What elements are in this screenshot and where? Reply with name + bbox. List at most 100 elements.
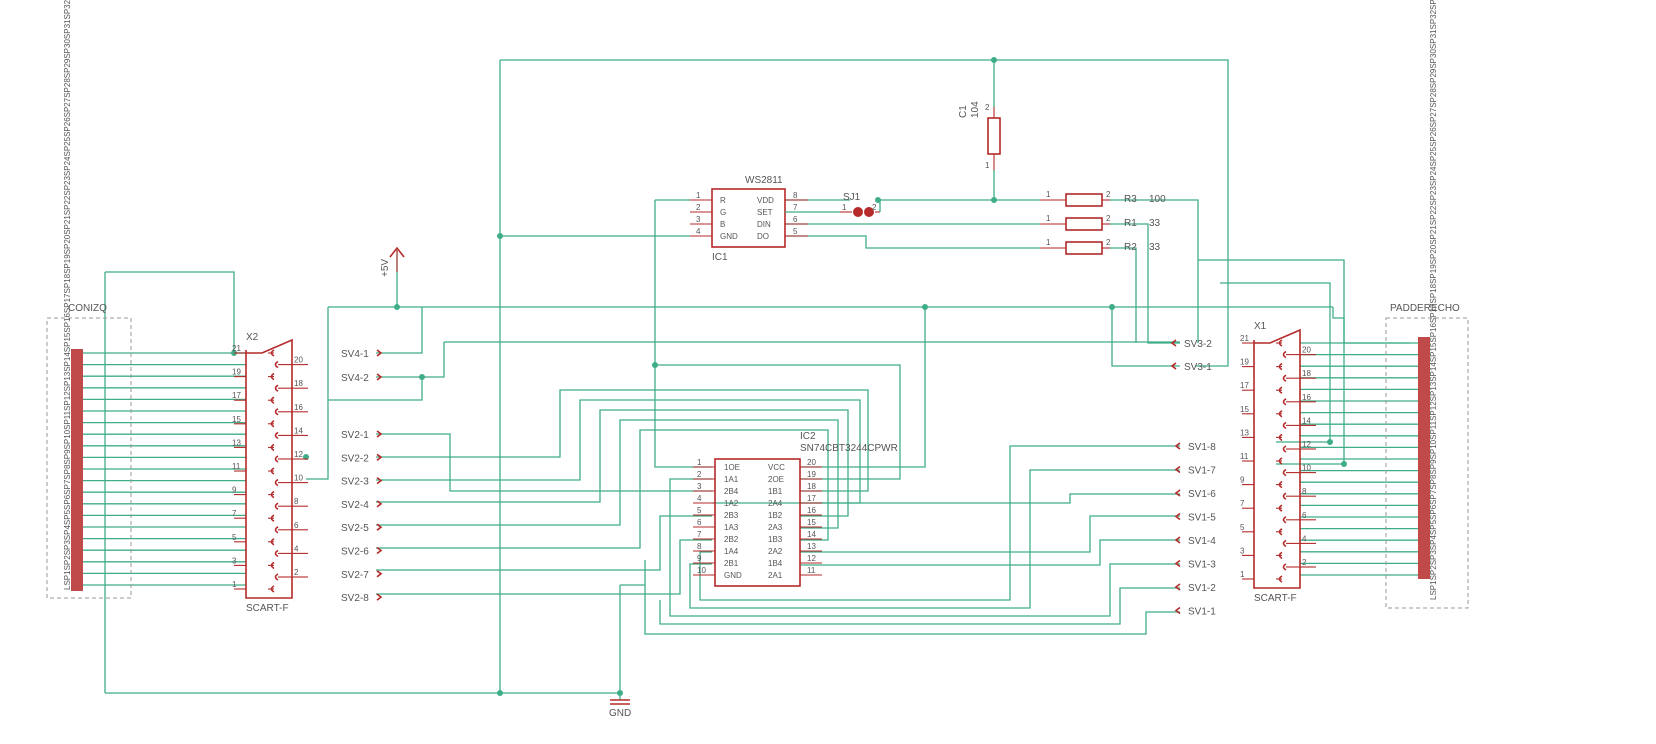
ic1-pin-num: 2: [696, 203, 701, 212]
pin-num: 15: [232, 415, 241, 424]
ic2-pin-label: GND: [724, 571, 742, 580]
ic1-ref: IC1: [712, 252, 728, 263]
ic2-pin-num: 6: [697, 518, 702, 527]
sv-label: SV4-1: [341, 349, 369, 360]
ic2-pin-label: 2B1: [724, 559, 739, 568]
sv-arrow: [1170, 339, 1177, 347]
right-board-title: PADDERECHO: [1390, 303, 1460, 314]
sv-label: SV2-7: [341, 570, 369, 581]
pin-num: 13: [1240, 428, 1249, 437]
ic2-pin-num: 18: [807, 482, 816, 491]
pin-num: 13: [232, 438, 241, 447]
pin-num: 14: [1302, 416, 1311, 425]
pin-num: 16: [1302, 393, 1311, 402]
pin-num: 10: [294, 474, 303, 483]
sv-arrow: [1174, 583, 1181, 591]
sv-arrow: [1174, 489, 1181, 497]
pin-contact: [1282, 350, 1287, 359]
sv-label: SV1-1: [1188, 607, 1216, 618]
ic1-pin-label: VDD: [757, 196, 774, 205]
pin-num: 4: [294, 544, 299, 553]
sv-arrow: [376, 593, 383, 601]
capacitor-c1: 2 1 C1 104: [958, 101, 1001, 170]
sv-label: SV1-6: [1188, 489, 1216, 500]
ic2-pin-num: 4: [697, 494, 702, 503]
pin-num: 14: [294, 426, 303, 435]
pin-num: 8: [1302, 487, 1307, 496]
sv-arrow: [376, 453, 383, 461]
pin-num: 5: [232, 533, 237, 542]
ic1-pin-num: 4: [696, 227, 701, 236]
sv-arrow: [376, 546, 383, 555]
ic2-pin-num: 3: [697, 482, 702, 491]
right-board: PADDERECHO LSP1SP2SP3SP4SP5SP6SP7SP8SP9S…: [1385, 0, 1469, 609]
sv-label: SV3-2: [1184, 339, 1212, 350]
x2-connector: X2 SCART-F 21191715131197531201816141210…: [232, 332, 308, 614]
sv-arrow: [1174, 512, 1181, 521]
sv-label: SV1-5: [1188, 513, 1216, 524]
x1-ref: X1: [1254, 321, 1267, 332]
ic2-pin-label: 2B4: [724, 487, 739, 496]
ic1-pin-num: 3: [696, 215, 701, 224]
pin-contact: [274, 408, 279, 416]
sv-labels: SV4-1SV4-2SV2-1SV2-2SV2-3SV2-4SV2-5SV2-6…: [341, 339, 1216, 618]
pin-num: 12: [1302, 440, 1311, 449]
resistor-pin: 2: [1106, 214, 1111, 223]
ic2-pin-label: 1B3: [768, 535, 783, 544]
pin-num: 3: [232, 556, 237, 565]
sv-label: SV1-4: [1188, 536, 1216, 547]
ic1-pin-label: SET: [757, 208, 773, 217]
sv-label: SV2-4: [341, 500, 369, 511]
sv-arrow: [376, 570, 383, 578]
ic2-pin-label: 1B1: [768, 487, 783, 496]
pin-contact: [274, 384, 279, 392]
sv-label: SV1-8: [1188, 442, 1216, 453]
ic2-pin-num: 12: [807, 554, 816, 563]
ic1-pin-label: DIN: [757, 220, 771, 229]
gnd-label: GND: [609, 708, 631, 719]
ic2-pin-num: 13: [807, 542, 816, 551]
sv-label: SV2-2: [341, 453, 369, 464]
vcc-label: +5V: [380, 259, 391, 277]
resistor-ref: R3: [1124, 194, 1137, 205]
sv-arrow: [1170, 362, 1177, 370]
pin-num: 7: [232, 509, 237, 518]
solder-jumper-sj1: SJ1 1 2: [785, 192, 881, 217]
pin-num: 19: [1240, 358, 1249, 367]
pin-num: 7: [1240, 499, 1245, 508]
sv-arrow: [376, 476, 383, 485]
left-board: CONIZQ LSP1SP2SP3SP4SP5SP6SP7SP8SP9SP10S…: [46, 0, 132, 599]
pin-contact: [1282, 539, 1287, 548]
sj1-pin-right: 2: [872, 203, 877, 212]
pin-contact: [1282, 468, 1287, 477]
pin-contact: [1282, 563, 1287, 571]
pin-num: 6: [1302, 511, 1307, 520]
sv-label: SV2-1: [341, 430, 369, 441]
pin-contact: [1282, 421, 1287, 430]
ic2-pin-label: 1A1: [724, 475, 739, 484]
resistor-value: 33: [1149, 218, 1161, 229]
gnd-symbol: GND: [609, 699, 631, 719]
ic2-pin-num: 16: [807, 506, 816, 515]
ic2-pin-label: 2B3: [724, 511, 739, 520]
ic2-pin-num: 8: [697, 542, 702, 551]
sv-label: SV2-6: [341, 547, 369, 558]
resistor-R1: [1065, 217, 1103, 231]
pin-contact: [1282, 516, 1287, 524]
sv-arrow: [1174, 606, 1181, 615]
resistor-pin: 1: [1046, 214, 1051, 223]
pin-num: 2: [1302, 558, 1307, 567]
ic2-pin-num: 9: [697, 554, 702, 563]
resistor-ref: R2: [1124, 242, 1137, 253]
left-pad-labels: LSP1SP2SP3SP4SP5SP6SP7SP8SP9SP10SP11SP12…: [63, 0, 72, 590]
sv-arrow: [376, 430, 383, 438]
ic2-pin-label: 1B2: [768, 511, 783, 520]
pin-num: 4: [1302, 534, 1307, 543]
sj1-ref: SJ1: [843, 192, 861, 203]
sv-label: SV1-3: [1188, 560, 1216, 571]
ic2-pin-num: 1: [697, 458, 702, 467]
sv-arrow: [1174, 536, 1181, 544]
